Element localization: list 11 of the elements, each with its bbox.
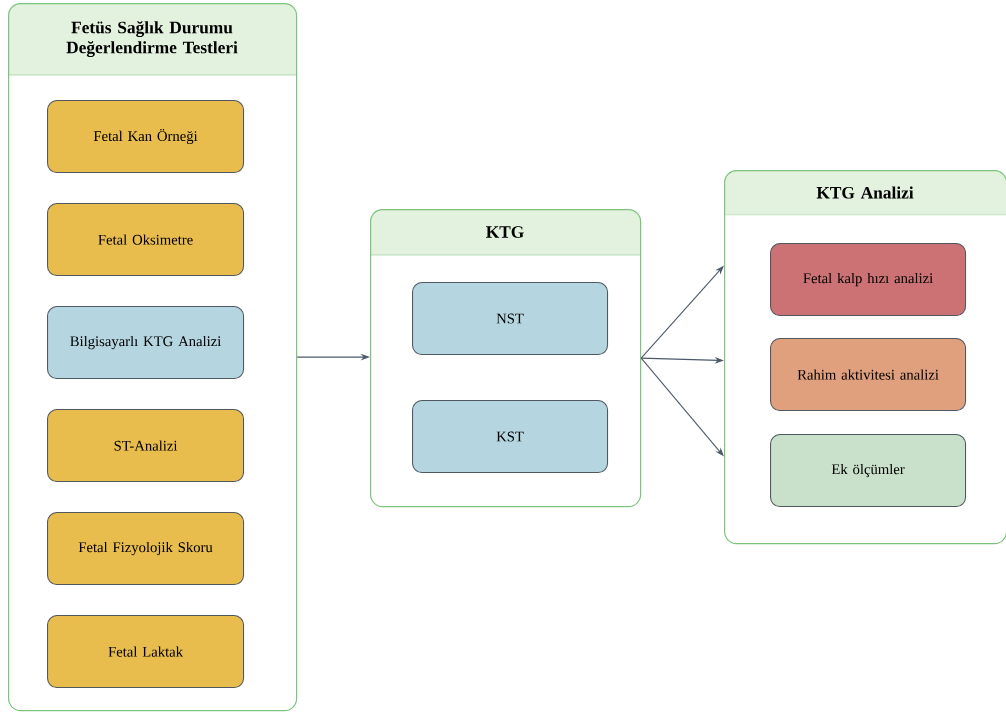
process-box: Rahim aktivitesi analizi bbox=[770, 338, 967, 412]
process-box: Ek ölçümler bbox=[770, 434, 967, 508]
process-box: Fetal Fizyolojik Skoru bbox=[47, 512, 245, 586]
process-box: NST bbox=[412, 282, 609, 356]
process-box: Fetal kalp hızı analizi bbox=[770, 243, 967, 317]
process-box: Bilgisayarlı KTG Analizi bbox=[47, 306, 245, 380]
process-box: Fetal Oksimetre bbox=[47, 203, 245, 277]
process-box: ST-Analizi bbox=[47, 409, 245, 483]
process-box: KST bbox=[412, 400, 609, 474]
process-box: Fetal Kan Örneği bbox=[47, 100, 245, 174]
process-box: Fetal Laktak bbox=[47, 615, 245, 689]
